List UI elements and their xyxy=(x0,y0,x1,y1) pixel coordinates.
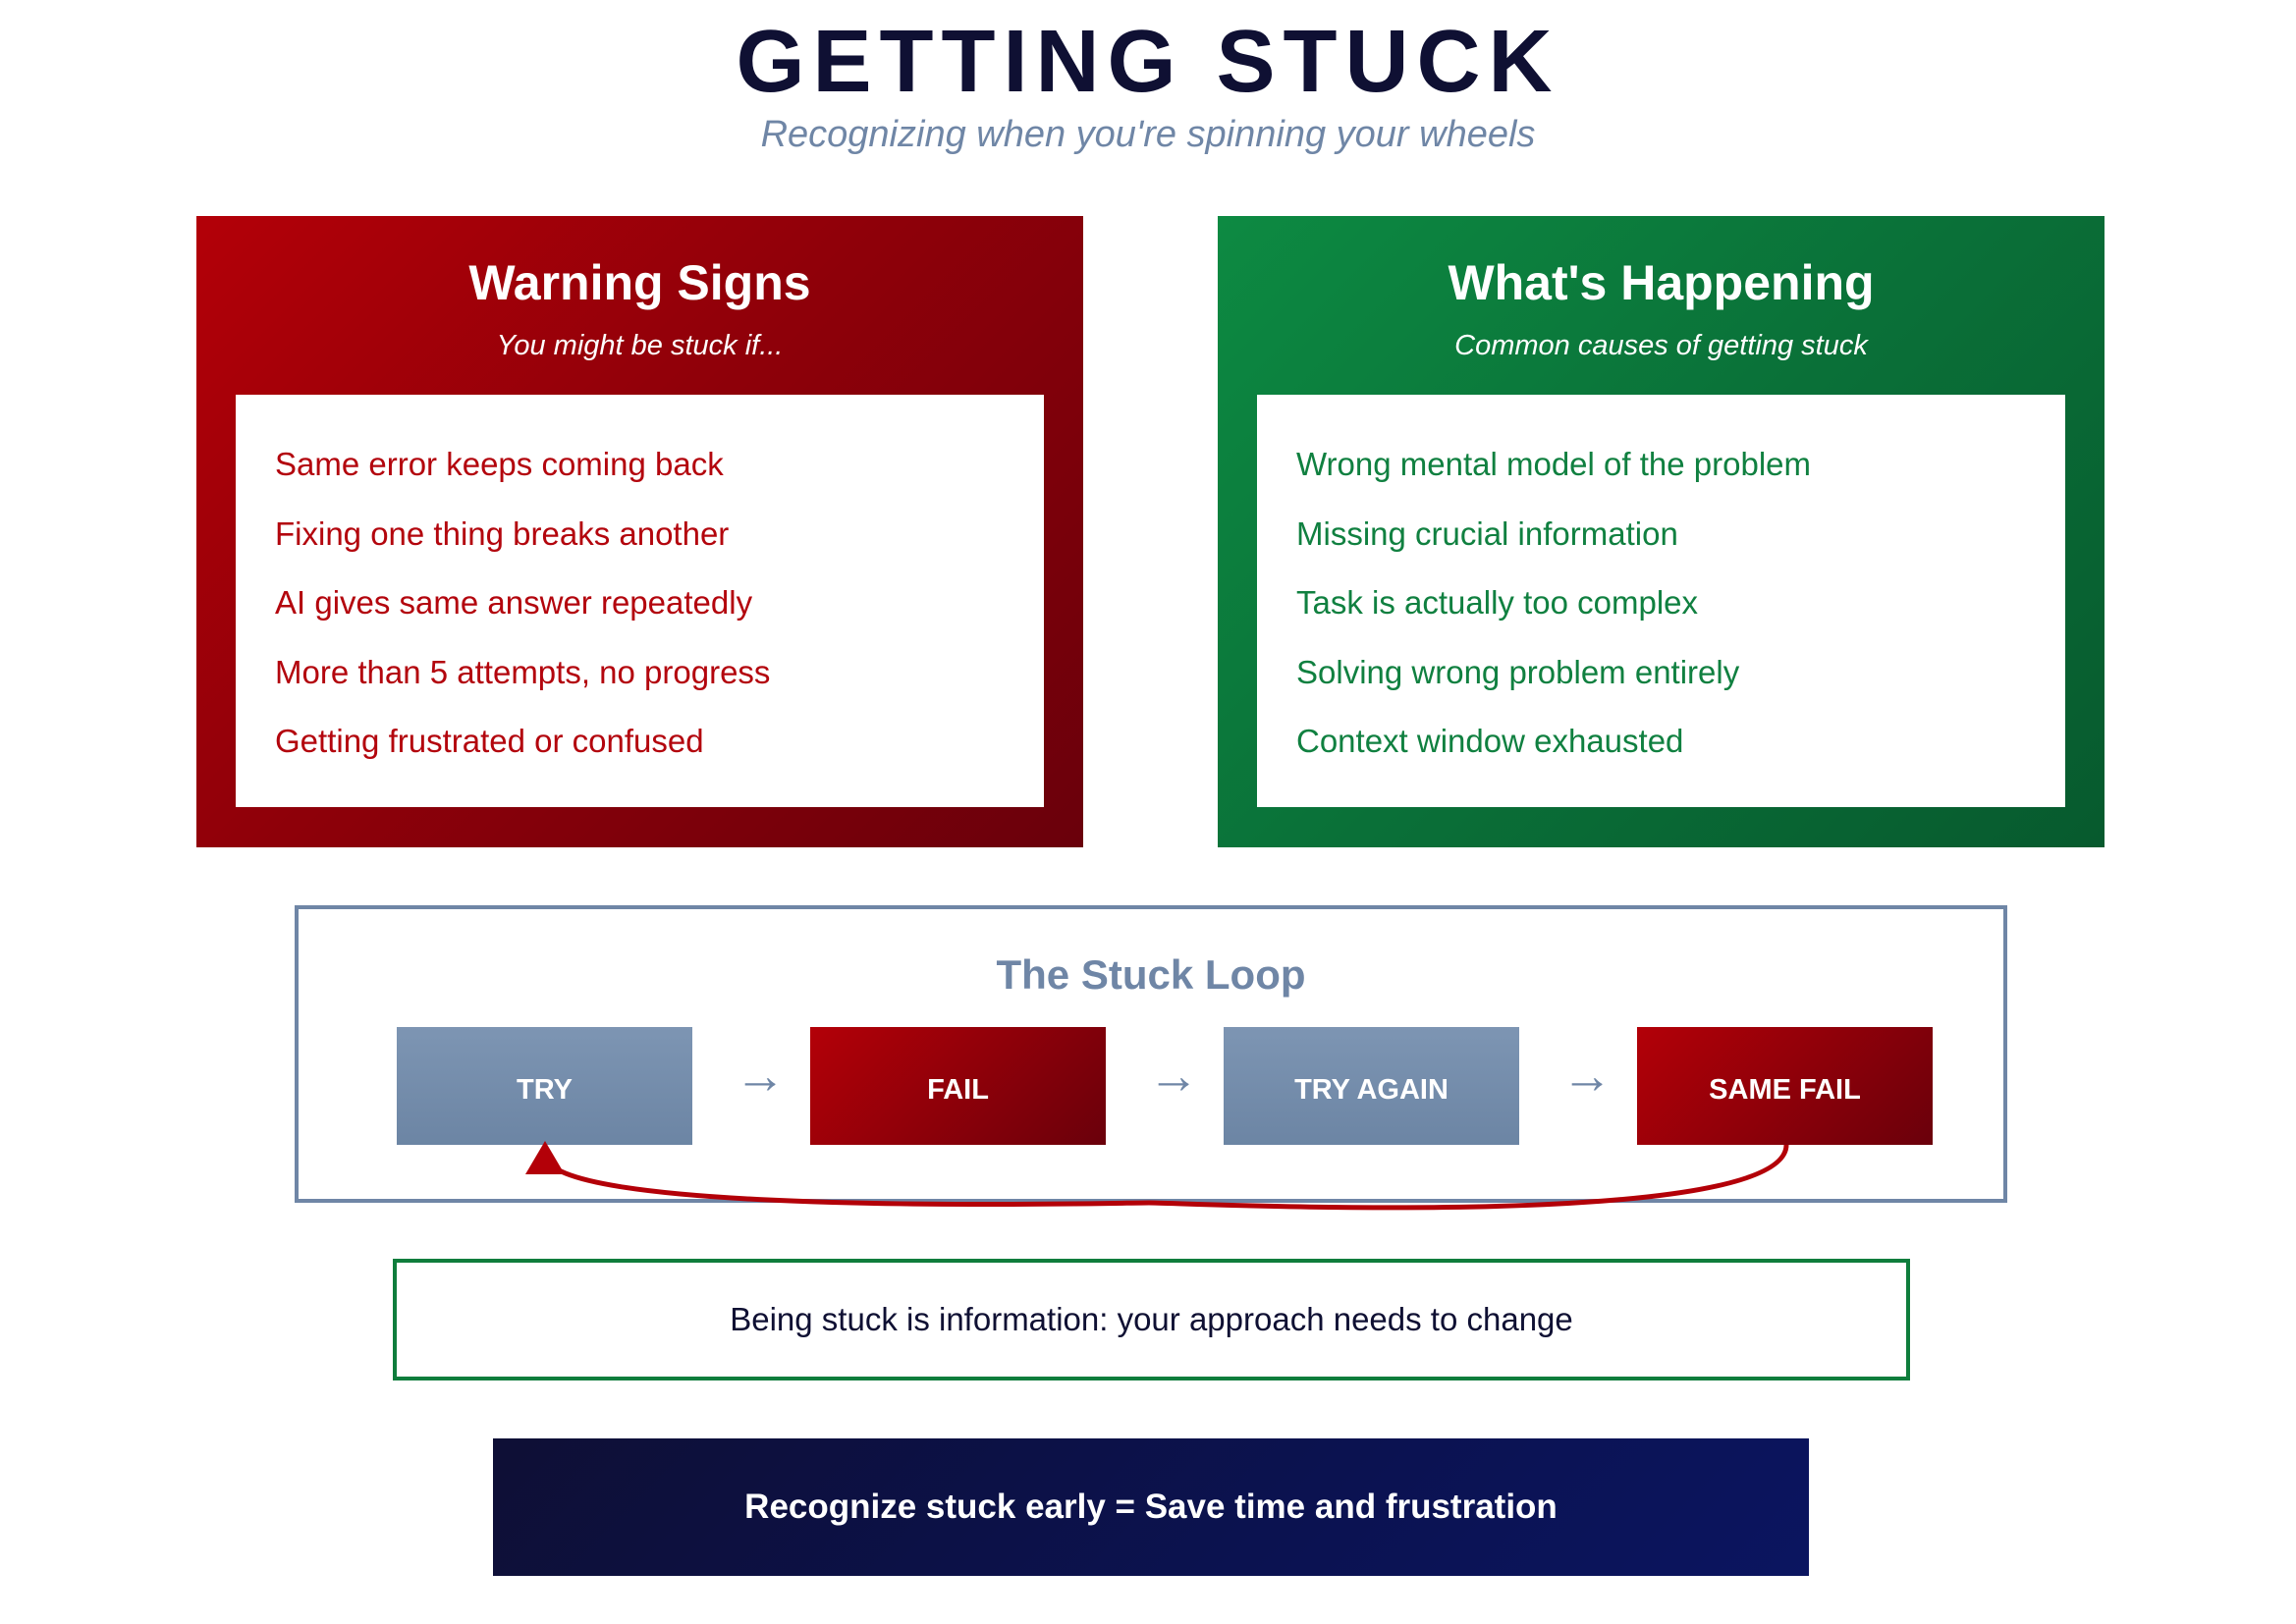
warning-signs-panel: Warning Signs You might be stuck if... S… xyxy=(196,216,1083,847)
list-item: More than 5 attempts, no progress xyxy=(275,653,771,690)
whats-happening-title: What's Happening xyxy=(1448,255,1875,310)
list-item: Solving wrong problem entirely xyxy=(1296,653,1740,690)
warning-signs-list: Same error keeps coming back Fixing one … xyxy=(236,395,1044,807)
whats-happening-panel: What's Happening Common causes of gettin… xyxy=(1218,216,2105,847)
step-same-fail: SAME FAIL xyxy=(1637,1027,1933,1145)
warning-signs-subtitle: You might be stuck if... xyxy=(496,330,784,361)
stuck-loop-box: The Stuck Loop TRY → FAIL → TRY AGAIN → … xyxy=(295,905,2007,1203)
arrow-right-icon: → xyxy=(1561,1048,1613,1105)
list-item: Getting frustrated or confused xyxy=(275,723,704,759)
list-item: Task is actually too complex xyxy=(1296,584,1699,621)
info-callout: Being stuck is information: your approac… xyxy=(393,1259,1910,1380)
list-item: Missing crucial information xyxy=(1296,514,1678,552)
warning-signs-title: Warning Signs xyxy=(468,255,811,310)
takeaway-banner: Recognize stuck early = Save time and fr… xyxy=(493,1438,1809,1576)
whats-happening-subtitle: Common causes of getting stuck xyxy=(1454,330,1868,361)
list-item: Same error keeps coming back xyxy=(275,446,724,482)
list-item: Context window exhausted xyxy=(1296,723,1684,759)
step-try-again: TRY AGAIN xyxy=(1224,1027,1519,1145)
arrow-right-icon: → xyxy=(1148,1048,1199,1105)
list-item: AI gives same answer repeatedly xyxy=(275,584,753,621)
page-title: GETTING STUCK xyxy=(736,13,1560,111)
list-item: Wrong mental model of the problem xyxy=(1296,446,1811,482)
page-subtitle: Recognizing when you're spinning your wh… xyxy=(760,114,1536,155)
info-callout-text: Being stuck is information: your approac… xyxy=(730,1301,1573,1337)
list-item: Fixing one thing breaks another xyxy=(275,514,730,552)
takeaway-banner-text: Recognize stuck early = Save time and fr… xyxy=(744,1488,1558,1526)
stuck-loop-title: The Stuck Loop xyxy=(996,951,1306,998)
step-try: TRY xyxy=(397,1027,692,1145)
arrow-right-icon: → xyxy=(735,1048,786,1105)
whats-happening-list: Wrong mental model of the problem Missin… xyxy=(1257,395,2065,807)
step-fail: FAIL xyxy=(810,1027,1106,1145)
